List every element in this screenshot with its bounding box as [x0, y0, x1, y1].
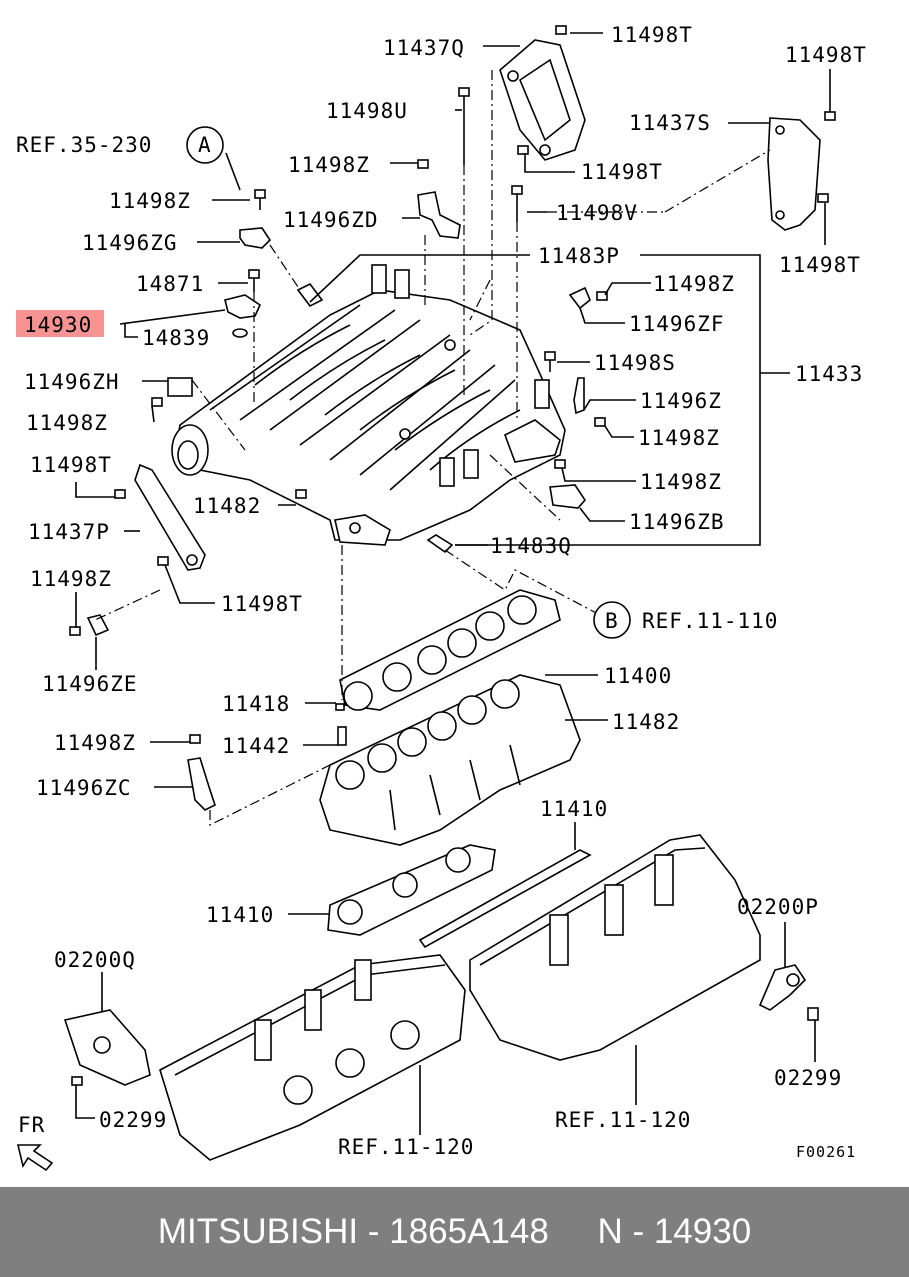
label-11498Z-h: 11498Z: [54, 731, 136, 755]
label-ref-35-230: REF.35-230: [16, 133, 152, 157]
label-11496Z: 11496Z: [640, 389, 722, 413]
lower-intake-manifold-drawing: [319, 674, 581, 846]
label-02200Q: 02200Q: [54, 948, 136, 972]
label-11498U: 11498U: [326, 99, 408, 123]
label-11496ZE: 11496ZE: [42, 672, 138, 696]
label-11498S: 11498S: [594, 351, 676, 375]
label-fr: FR: [18, 1113, 45, 1137]
ref-circle-a: [186, 126, 224, 164]
label-11496ZB: 11496ZB: [629, 510, 725, 534]
label-11498Z-d: 11498Z: [26, 411, 108, 435]
label-11498T-c: 11498T: [221, 592, 303, 616]
ref-circle-b-letter: B: [605, 609, 619, 633]
gaskets-11410-drawing: [327, 844, 592, 949]
label-11433: 11433: [795, 362, 863, 386]
label-11498T-right: 11498T: [779, 253, 861, 277]
label-11498T-top-right: 11498T: [785, 43, 867, 67]
label-ref-11-120-left: REF.11-120: [338, 1135, 474, 1159]
label-11496ZF: 11496ZF: [629, 312, 725, 336]
ref-circle-a-letter: A: [198, 133, 212, 157]
front-direction-arrow: [16, 1144, 54, 1172]
label-14871: 14871: [136, 272, 204, 296]
label-11482-a: 11482: [193, 494, 261, 518]
label-14839: 14839: [142, 326, 210, 350]
gasket-11400-drawing: [339, 589, 561, 711]
exploded-parts-diagram: 11437Q 11498T 11498T 11498U 11437S REF.3…: [16, 23, 867, 1172]
part-labels: 11437Q 11498T 11498T 11498U 11437S REF.3…: [16, 23, 867, 1161]
label-11410-b: 11410: [206, 903, 274, 927]
label-11498Z-e: 11498Z: [638, 426, 720, 450]
upper-intake-manifold-drawing: [171, 264, 566, 546]
ref-circle-b: [593, 601, 631, 639]
label-11442: 11442: [222, 734, 290, 758]
label-11400: 11400: [604, 664, 672, 688]
label-11437Q: 11437Q: [383, 36, 465, 60]
label-11437P: 11437P: [28, 520, 110, 544]
label-11498Z-a: 11498Z: [288, 153, 370, 177]
label-11498Z-c: 11498Z: [653, 272, 735, 296]
label-11498Z-f: 11498Z: [640, 470, 722, 494]
label-ref-11-110: REF.11-110: [642, 609, 778, 633]
label-11498Z-b: 11498Z: [109, 189, 191, 213]
label-11496ZD: 11496ZD: [283, 208, 379, 232]
figure-code: F00261: [796, 1143, 856, 1161]
label-11483P: 11483P: [538, 244, 620, 268]
label-02200P: 02200P: [737, 895, 819, 919]
label-11498V: 11498V: [556, 201, 638, 225]
label-11496ZC: 11496ZC: [36, 776, 132, 800]
leader-lines: [75, 32, 831, 1135]
label-11496ZG: 11496ZG: [82, 231, 178, 255]
reference-dash-lines: [94, 70, 771, 826]
label-11498T-left: 11498T: [30, 453, 112, 477]
label-11437S: 11437S: [629, 111, 711, 135]
label-11418: 11418: [222, 692, 290, 716]
label-ref-11-120-right: REF.11-120: [555, 1108, 691, 1132]
label-02299-left: 02299: [99, 1108, 167, 1132]
label-11410-a: 11410: [540, 797, 608, 821]
label-11482-b: 11482: [612, 710, 680, 734]
part-info-footer: MITSUBISHI - 1865A148 N - 14930: [0, 1187, 909, 1277]
bolt-icons: [69, 25, 836, 1086]
label-02299-right: 02299: [774, 1066, 842, 1090]
label-11498T-top: 11498T: [611, 23, 693, 47]
label-11498Z-g: 11498Z: [30, 567, 112, 591]
label-11496ZH: 11496ZH: [24, 370, 120, 394]
cylinder-heads-drawing: [63, 834, 807, 1161]
label-14930-selected: 14930: [24, 313, 92, 337]
brackets-and-fasteners: [69, 25, 836, 1086]
label-11483Q: 11483Q: [490, 534, 572, 558]
part-14930-highlight: [16, 310, 104, 337]
label-11498T-b: 11498T: [581, 160, 663, 184]
